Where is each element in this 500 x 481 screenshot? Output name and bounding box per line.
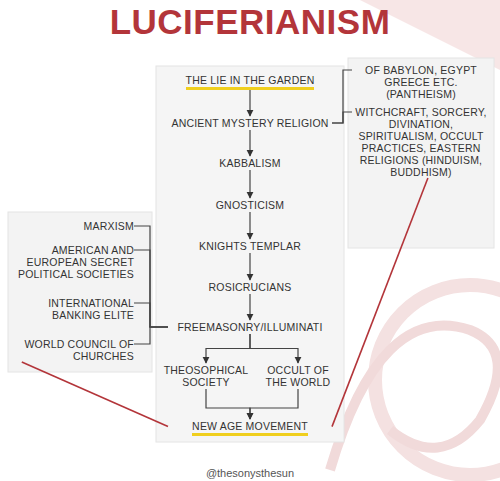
red-link-line — [332, 178, 428, 427]
flow-arrow — [249, 170, 250, 198]
flow-item: ROSICRUCIANS — [168, 281, 332, 293]
item-text: NEW AGE MOVEMENT — [192, 420, 308, 436]
flow-item: WITCHCRAFT, SORCERY, DIVINATION, SPIRITU… — [352, 106, 490, 178]
item-text: OCCULT OF THE WORLD — [266, 364, 331, 388]
item-text: INTERNATIONAL BANKING ELITE — [48, 297, 134, 321]
item-text: THEOSOPHICAL SOCIETY — [164, 364, 249, 388]
flow-arrow — [249, 130, 250, 156]
flow-arrow — [134, 303, 168, 327]
flow-item: AMERICAN AND EUROPEAN SECRET POLITICAL S… — [12, 244, 134, 280]
center-panel — [156, 66, 344, 442]
flow-arrow — [249, 212, 250, 239]
serpent-coil — [330, 326, 498, 471]
flow-arrow — [249, 87, 250, 116]
flow-item: NEW AGE MOVEMENT — [168, 420, 332, 432]
item-text: FREEMASONRY/ILLUMINATI — [177, 321, 322, 333]
flow-arrow — [249, 294, 250, 320]
flow-item: OCCULT OF THE WORLD — [256, 364, 340, 388]
item-text: GNOSTICISM — [216, 199, 285, 211]
flow-item: WORLD COUNCIL OF CHURCHES — [12, 338, 134, 362]
watermark: @thesonysthesun — [0, 467, 500, 479]
flow-arrow — [332, 70, 352, 123]
item-text: ROSICRUCIANS — [209, 281, 292, 293]
flow-arrow — [134, 327, 168, 344]
flow-item: THEOSOPHICAL SOCIETY — [160, 364, 252, 388]
flow-arrow — [206, 334, 250, 363]
flow-arrow — [332, 112, 352, 123]
flow-arrow — [134, 250, 168, 327]
flow-item: OF BABYLON, EGYPT GREECE ETC. (PANTHEISM… — [352, 64, 490, 100]
flow-arrow — [250, 389, 298, 419]
title: LUCIFERIANISM — [0, 2, 500, 42]
red-link-line — [22, 362, 168, 427]
item-text: THE LIE IN THE GARDEN — [186, 74, 315, 90]
item-text: WORLD COUNCIL OF CHURCHES — [24, 338, 134, 362]
item-text: OF BABYLON, EGYPT GREECE ETC. (PANTHEISM… — [365, 64, 477, 100]
flow-arrow — [134, 226, 168, 327]
item-text: KABBALISM — [219, 157, 280, 169]
item-text: MARXISM — [84, 220, 134, 232]
flow-item: FREEMASONRY/ILLUMINATI — [168, 321, 332, 333]
item-text: WITCHCRAFT, SORCERY, DIVINATION, SPIRITU… — [355, 106, 486, 178]
flow-item: THE LIE IN THE GARDEN — [168, 74, 332, 86]
item-text: KNIGHTS TEMPLAR — [199, 240, 301, 252]
flow-item: MARXISM — [12, 220, 134, 232]
flow-item: KNIGHTS TEMPLAR — [168, 240, 332, 252]
flow-item: GNOSTICISM — [168, 199, 332, 211]
flow-item: INTERNATIONAL BANKING ELITE — [12, 297, 134, 321]
flow-arrow — [250, 334, 298, 363]
flow-arrow — [249, 253, 250, 280]
flow-arrow — [206, 389, 250, 419]
flow-item: KABBALISM — [168, 157, 332, 169]
item-text: AMERICAN AND EUROPEAN SECRET POLITICAL S… — [18, 244, 134, 280]
item-text: ANCIENT MYSTERY RELIGION — [171, 117, 328, 129]
left-panel — [8, 212, 152, 372]
flow-item: ANCIENT MYSTERY RELIGION — [168, 117, 332, 129]
right-panel — [348, 58, 494, 248]
